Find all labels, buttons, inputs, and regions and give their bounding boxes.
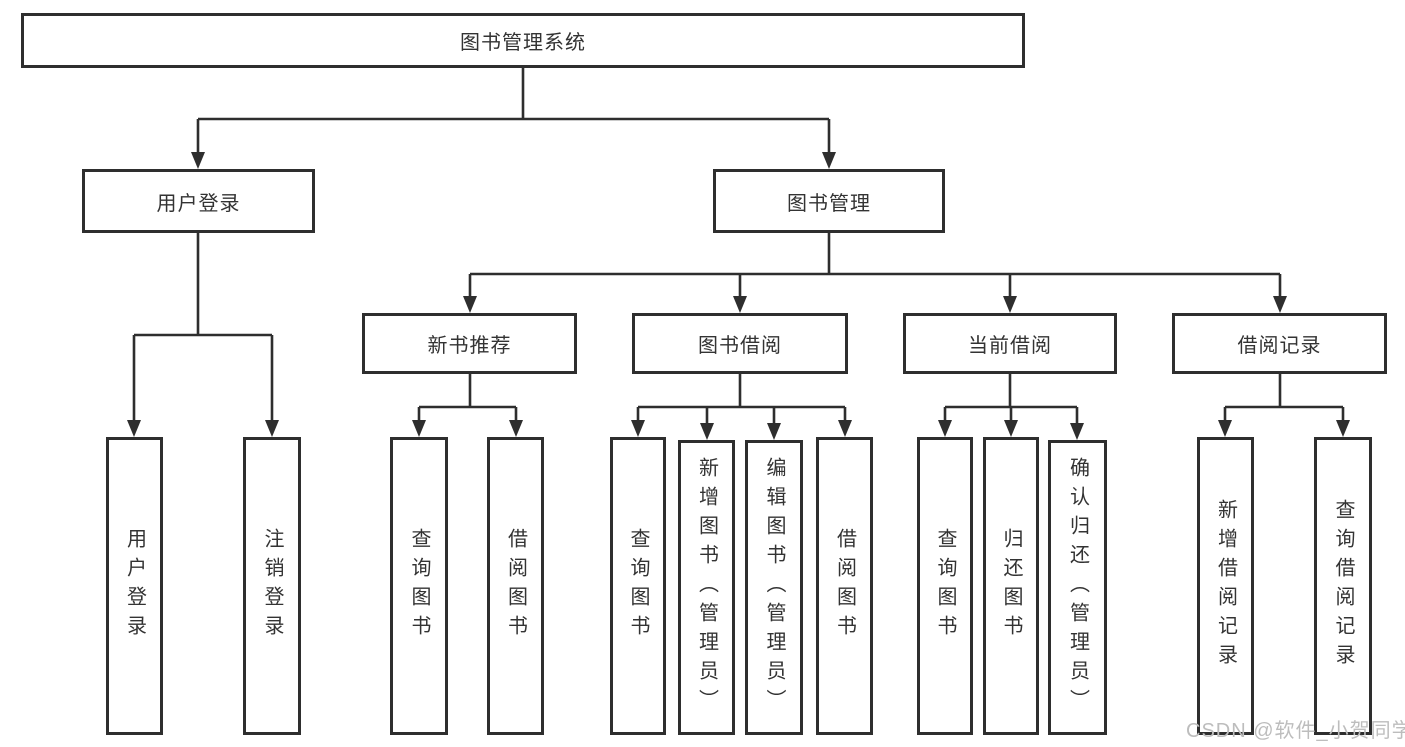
node-root: 图书管理系统 <box>21 13 1025 68</box>
node-book-borrow-label: 图书借阅 <box>698 335 782 357</box>
leaf-logout: 注销登录 <box>243 437 301 735</box>
node-new-book-recommend-label: 新书推荐 <box>427 335 512 357</box>
leaf-query-book-borrow-label: 查询图书 <box>627 528 649 644</box>
node-new-book-recommend: 新书推荐 <box>362 313 577 374</box>
node-book-borrow: 图书借阅 <box>632 313 848 374</box>
leaf-query-book-recommend: 查询图书 <box>390 437 448 735</box>
node-current-borrow-label: 当前借阅 <box>968 335 1052 357</box>
leaf-add-borrow-record: 新增借阅记录 <box>1197 437 1254 735</box>
leaf-user-login-label: 用户登录 <box>123 528 146 644</box>
leaf-confirm-return-admin-label: 确认归还（管理员） <box>1066 457 1089 718</box>
leaf-add-borrow-record-label: 新增借阅记录 <box>1214 499 1237 673</box>
node-borrow-records-label: 借阅记录 <box>1237 335 1322 357</box>
csdn-watermark: CSDN @软件_小贺同学 <box>1186 720 1405 742</box>
node-book-management: 图书管理 <box>713 169 945 233</box>
leaf-edit-book-admin-label: 编辑图书（管理员） <box>763 457 785 718</box>
node-root-label: 图书管理系统 <box>460 32 586 54</box>
leaf-query-book-current-label: 查询图书 <box>934 528 956 644</box>
node-current-borrow: 当前借阅 <box>903 313 1117 374</box>
node-user-login-label: 用户登录 <box>156 192 241 215</box>
leaf-query-borrow-record: 查询借阅记录 <box>1314 437 1372 735</box>
leaf-query-borrow-record-label: 查询借阅记录 <box>1332 499 1354 673</box>
leaf-edit-book-admin: 编辑图书（管理员） <box>745 440 803 735</box>
node-borrow-records: 借阅记录 <box>1172 313 1387 374</box>
leaf-add-book-admin-label: 新增图书（管理员） <box>695 457 718 718</box>
leaf-return-book-label: 归还图书 <box>1000 528 1022 644</box>
leaf-borrow-book-recommend-label: 借阅图书 <box>504 528 527 644</box>
leaf-confirm-return-admin: 确认归还（管理员） <box>1048 440 1107 735</box>
leaf-query-book-current: 查询图书 <box>917 437 973 735</box>
leaf-user-login: 用户登录 <box>106 437 163 735</box>
node-user-login: 用户登录 <box>82 169 315 233</box>
leaf-borrow-book-label: 借阅图书 <box>833 528 856 644</box>
leaf-return-book: 归还图书 <box>983 437 1039 735</box>
leaf-logout-label: 注销登录 <box>261 528 283 644</box>
leaf-query-book-recommend-label: 查询图书 <box>408 528 430 644</box>
leaf-borrow-book-recommend: 借阅图书 <box>487 437 544 735</box>
leaf-borrow-book: 借阅图书 <box>816 437 873 735</box>
leaf-query-book-borrow: 查询图书 <box>610 437 666 735</box>
leaf-add-book-admin: 新增图书（管理员） <box>678 440 735 735</box>
node-book-management-label: 图书管理 <box>787 192 871 215</box>
